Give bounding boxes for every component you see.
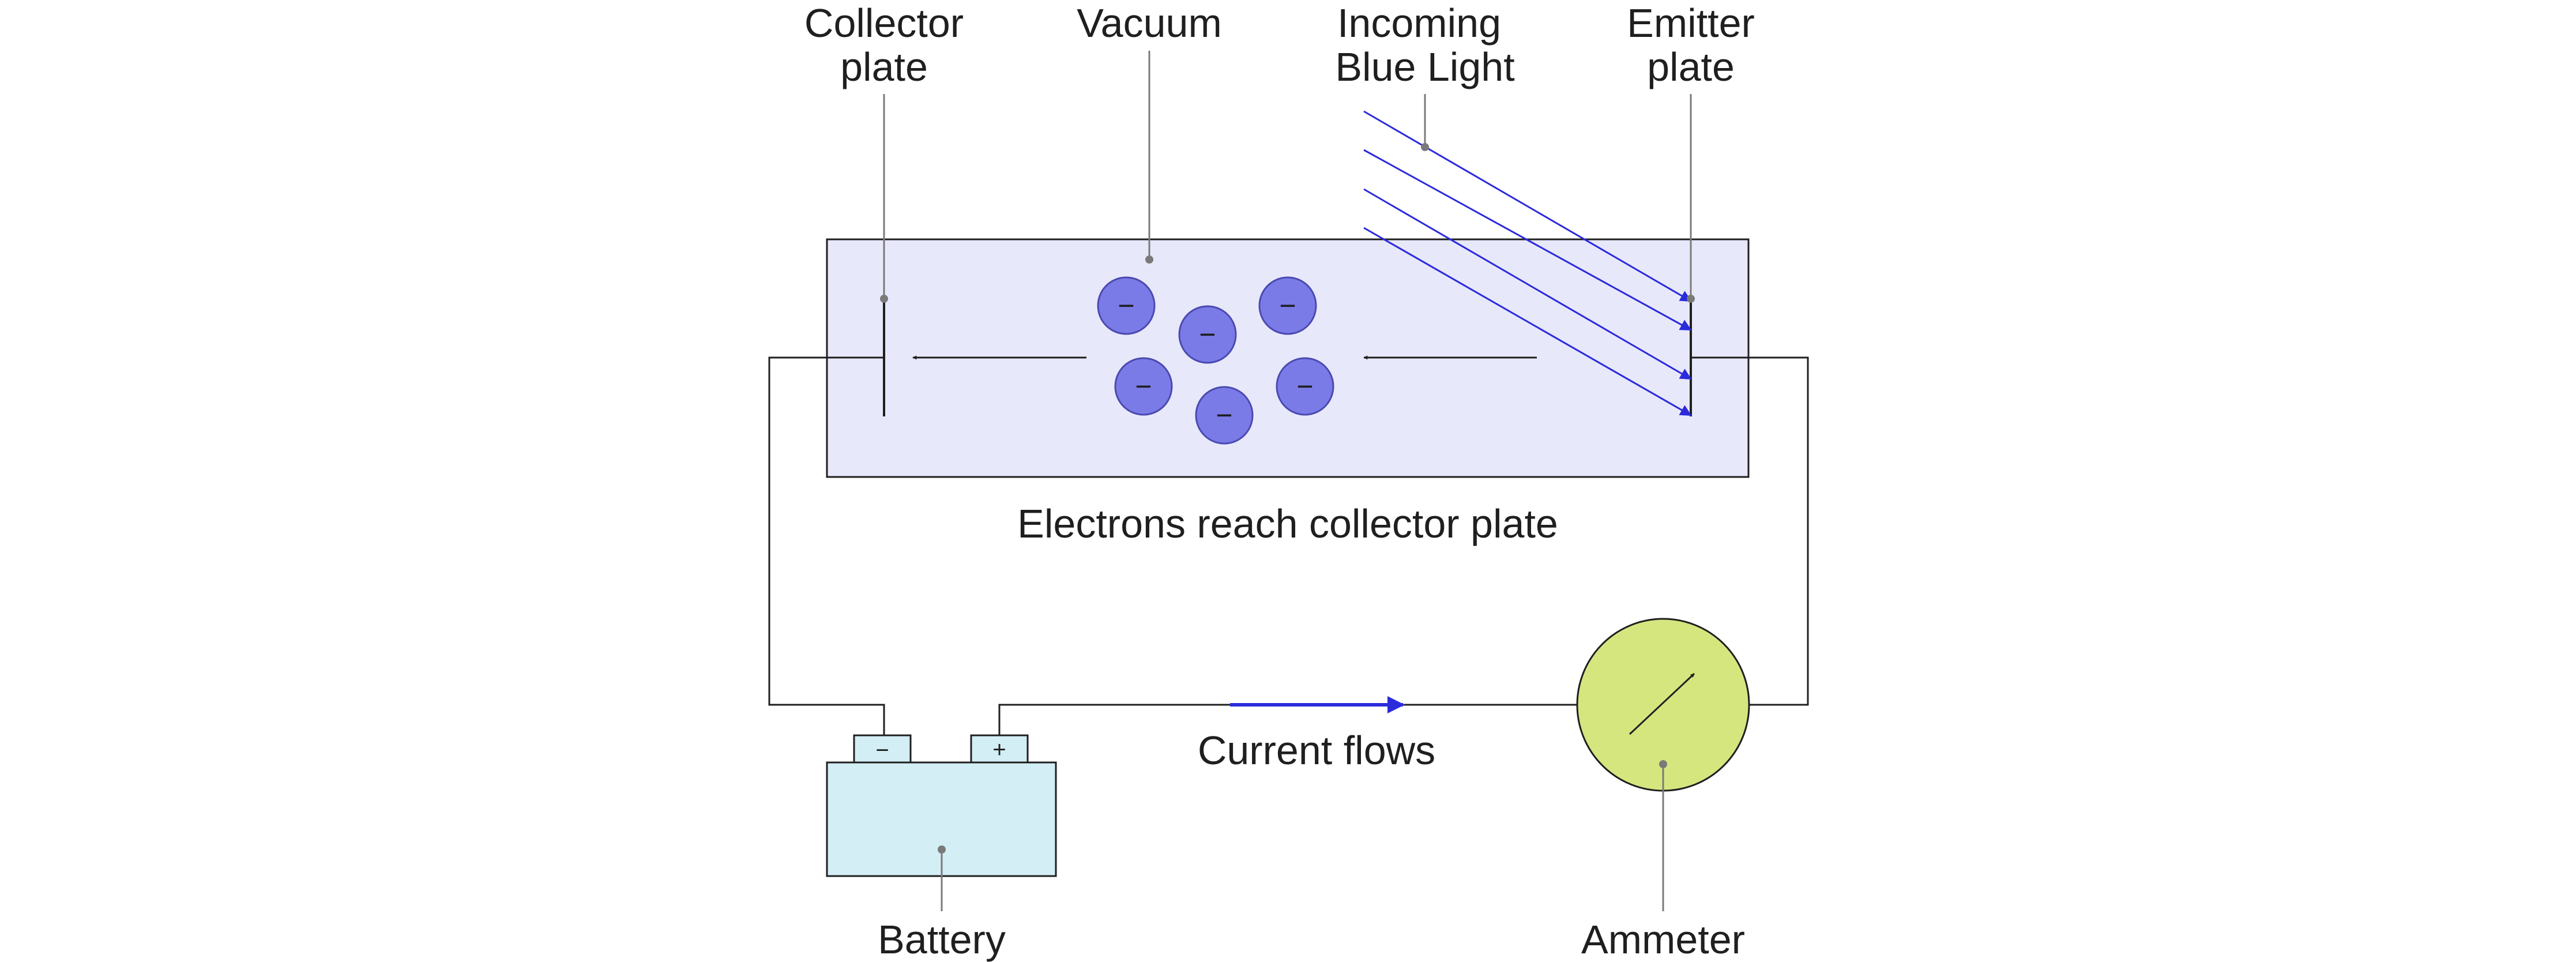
- emitter-plate-label-line1: Emitter: [1627, 1, 1755, 46]
- electron-sign: −: [1118, 290, 1134, 322]
- wire-ammeter-to-emitter: [1691, 356, 1809, 706]
- electron-sign: −: [1199, 318, 1216, 351]
- ammeter-label: Ammeter: [1581, 917, 1745, 962]
- leader-ammeter: [1659, 760, 1667, 911]
- wire-collector-to-battery: [768, 356, 885, 735]
- vacuum-label: Vacuum: [1077, 1, 1222, 46]
- incoming-light-label-line1: Incoming: [1337, 1, 1501, 46]
- leader-battery: [938, 845, 946, 911]
- battery-positive-terminal: [970, 734, 1029, 764]
- electron-sign: −: [1279, 290, 1296, 322]
- light-ray: [1363, 110, 1692, 302]
- battery-label: Battery: [878, 917, 1006, 962]
- light-ray: [1363, 188, 1692, 380]
- leader-vacuum: [1145, 51, 1153, 264]
- light-ray: [1363, 227, 1692, 416]
- battery-negative-sign: −: [875, 738, 889, 763]
- battery-negative-terminal: [853, 734, 912, 764]
- electron: −: [1178, 305, 1237, 364]
- electron: −: [1276, 357, 1334, 416]
- collector-plate-label-line2: plate: [840, 44, 928, 89]
- electron-sign: −: [1216, 399, 1232, 431]
- electron: −: [1097, 276, 1156, 335]
- electrons-caption: Electrons reach collector plate: [1017, 501, 1558, 546]
- electron-sign: −: [1135, 370, 1152, 403]
- ammeter-needle: [1629, 672, 1695, 735]
- light-ray: [1363, 149, 1692, 331]
- leader-incoming-light: [1421, 94, 1429, 151]
- incoming-light-label-line2: Blue Light: [1335, 44, 1514, 89]
- electron: −: [1114, 357, 1173, 416]
- electron: −: [1195, 386, 1254, 445]
- leader-emitter-plate: [1687, 94, 1695, 303]
- leader-collector-plate: [880, 94, 888, 303]
- battery-positive-sign: +: [992, 737, 1006, 762]
- electron: −: [1258, 276, 1317, 335]
- emitter-plate-label-line2: plate: [1647, 44, 1735, 89]
- collector-plate-label-line1: Collector: [804, 1, 964, 46]
- electron-sign: −: [1296, 370, 1313, 403]
- current-flow-label: Current flows: [1198, 728, 1435, 773]
